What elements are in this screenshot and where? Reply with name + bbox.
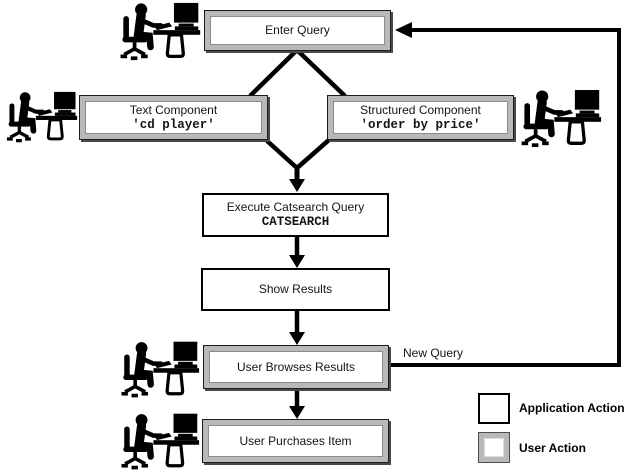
node-show-results: Show Results [201,268,390,311]
legend-application-action-label: Application Action [519,401,624,415]
node-structured-component: Structured Component 'order by price' [327,95,514,140]
node-label: User Purchases Item [239,433,352,448]
edge-enter-to-structured [295,48,347,98]
node-text-component: Text Component 'cd player' [79,95,268,140]
node-enter-query: Enter Query [204,10,391,51]
person-at-computer-icon [516,87,602,151]
person-at-computer-icon [2,86,78,149]
node-code-label: 'cd player' [132,117,215,132]
node-label: Show Results [258,282,333,296]
person-at-computer-icon [116,338,200,402]
node-inner-panel: Text Component 'cd player' [85,101,262,134]
node-execute-catsearch: Execute Catsearch Query CATSEARCH [202,193,389,237]
node-inner-panel: Structured Component 'order by price' [333,101,508,134]
person-at-computer-icon [116,411,200,470]
legend-swatch-inner [484,438,504,457]
legend-user-action-label: User Action [519,441,586,455]
node-label: Execute Catsearch Query [226,200,365,214]
arrowhead-to-enter-query [395,22,412,38]
edge-structured-to-execute [295,137,332,170]
node-label: Text Component [129,102,218,117]
arrowhead-to-execute [289,179,305,192]
legend-application-action-swatch [478,393,510,424]
new-query-edge-label: New Query [403,346,464,360]
node-inner-panel: Enter Query [210,16,385,45]
node-code-label: CATSEARCH [261,215,330,229]
node-inner-panel: User Browses Results [209,351,383,383]
person-at-computer-icon [112,2,204,62]
arrowhead-to-purchase [289,406,305,419]
node-label: Enter Query [265,23,330,37]
legend-user-action-swatch [478,432,510,463]
arrowhead-to-show-results [289,255,305,268]
node-label: User Browses Results [236,359,356,374]
edge-text-to-execute [263,137,299,170]
node-user-purchases-item: User Purchases Item [202,419,389,463]
edge-new-query-loop [391,28,621,367]
node-code-label: 'order by price' [360,117,481,132]
node-inner-panel: User Purchases Item [208,425,383,457]
node-user-browses-results: User Browses Results [203,345,389,389]
arrowhead-to-browse [289,332,305,345]
edge-enter-to-text [248,48,299,98]
node-label: Structured Component [360,102,481,117]
